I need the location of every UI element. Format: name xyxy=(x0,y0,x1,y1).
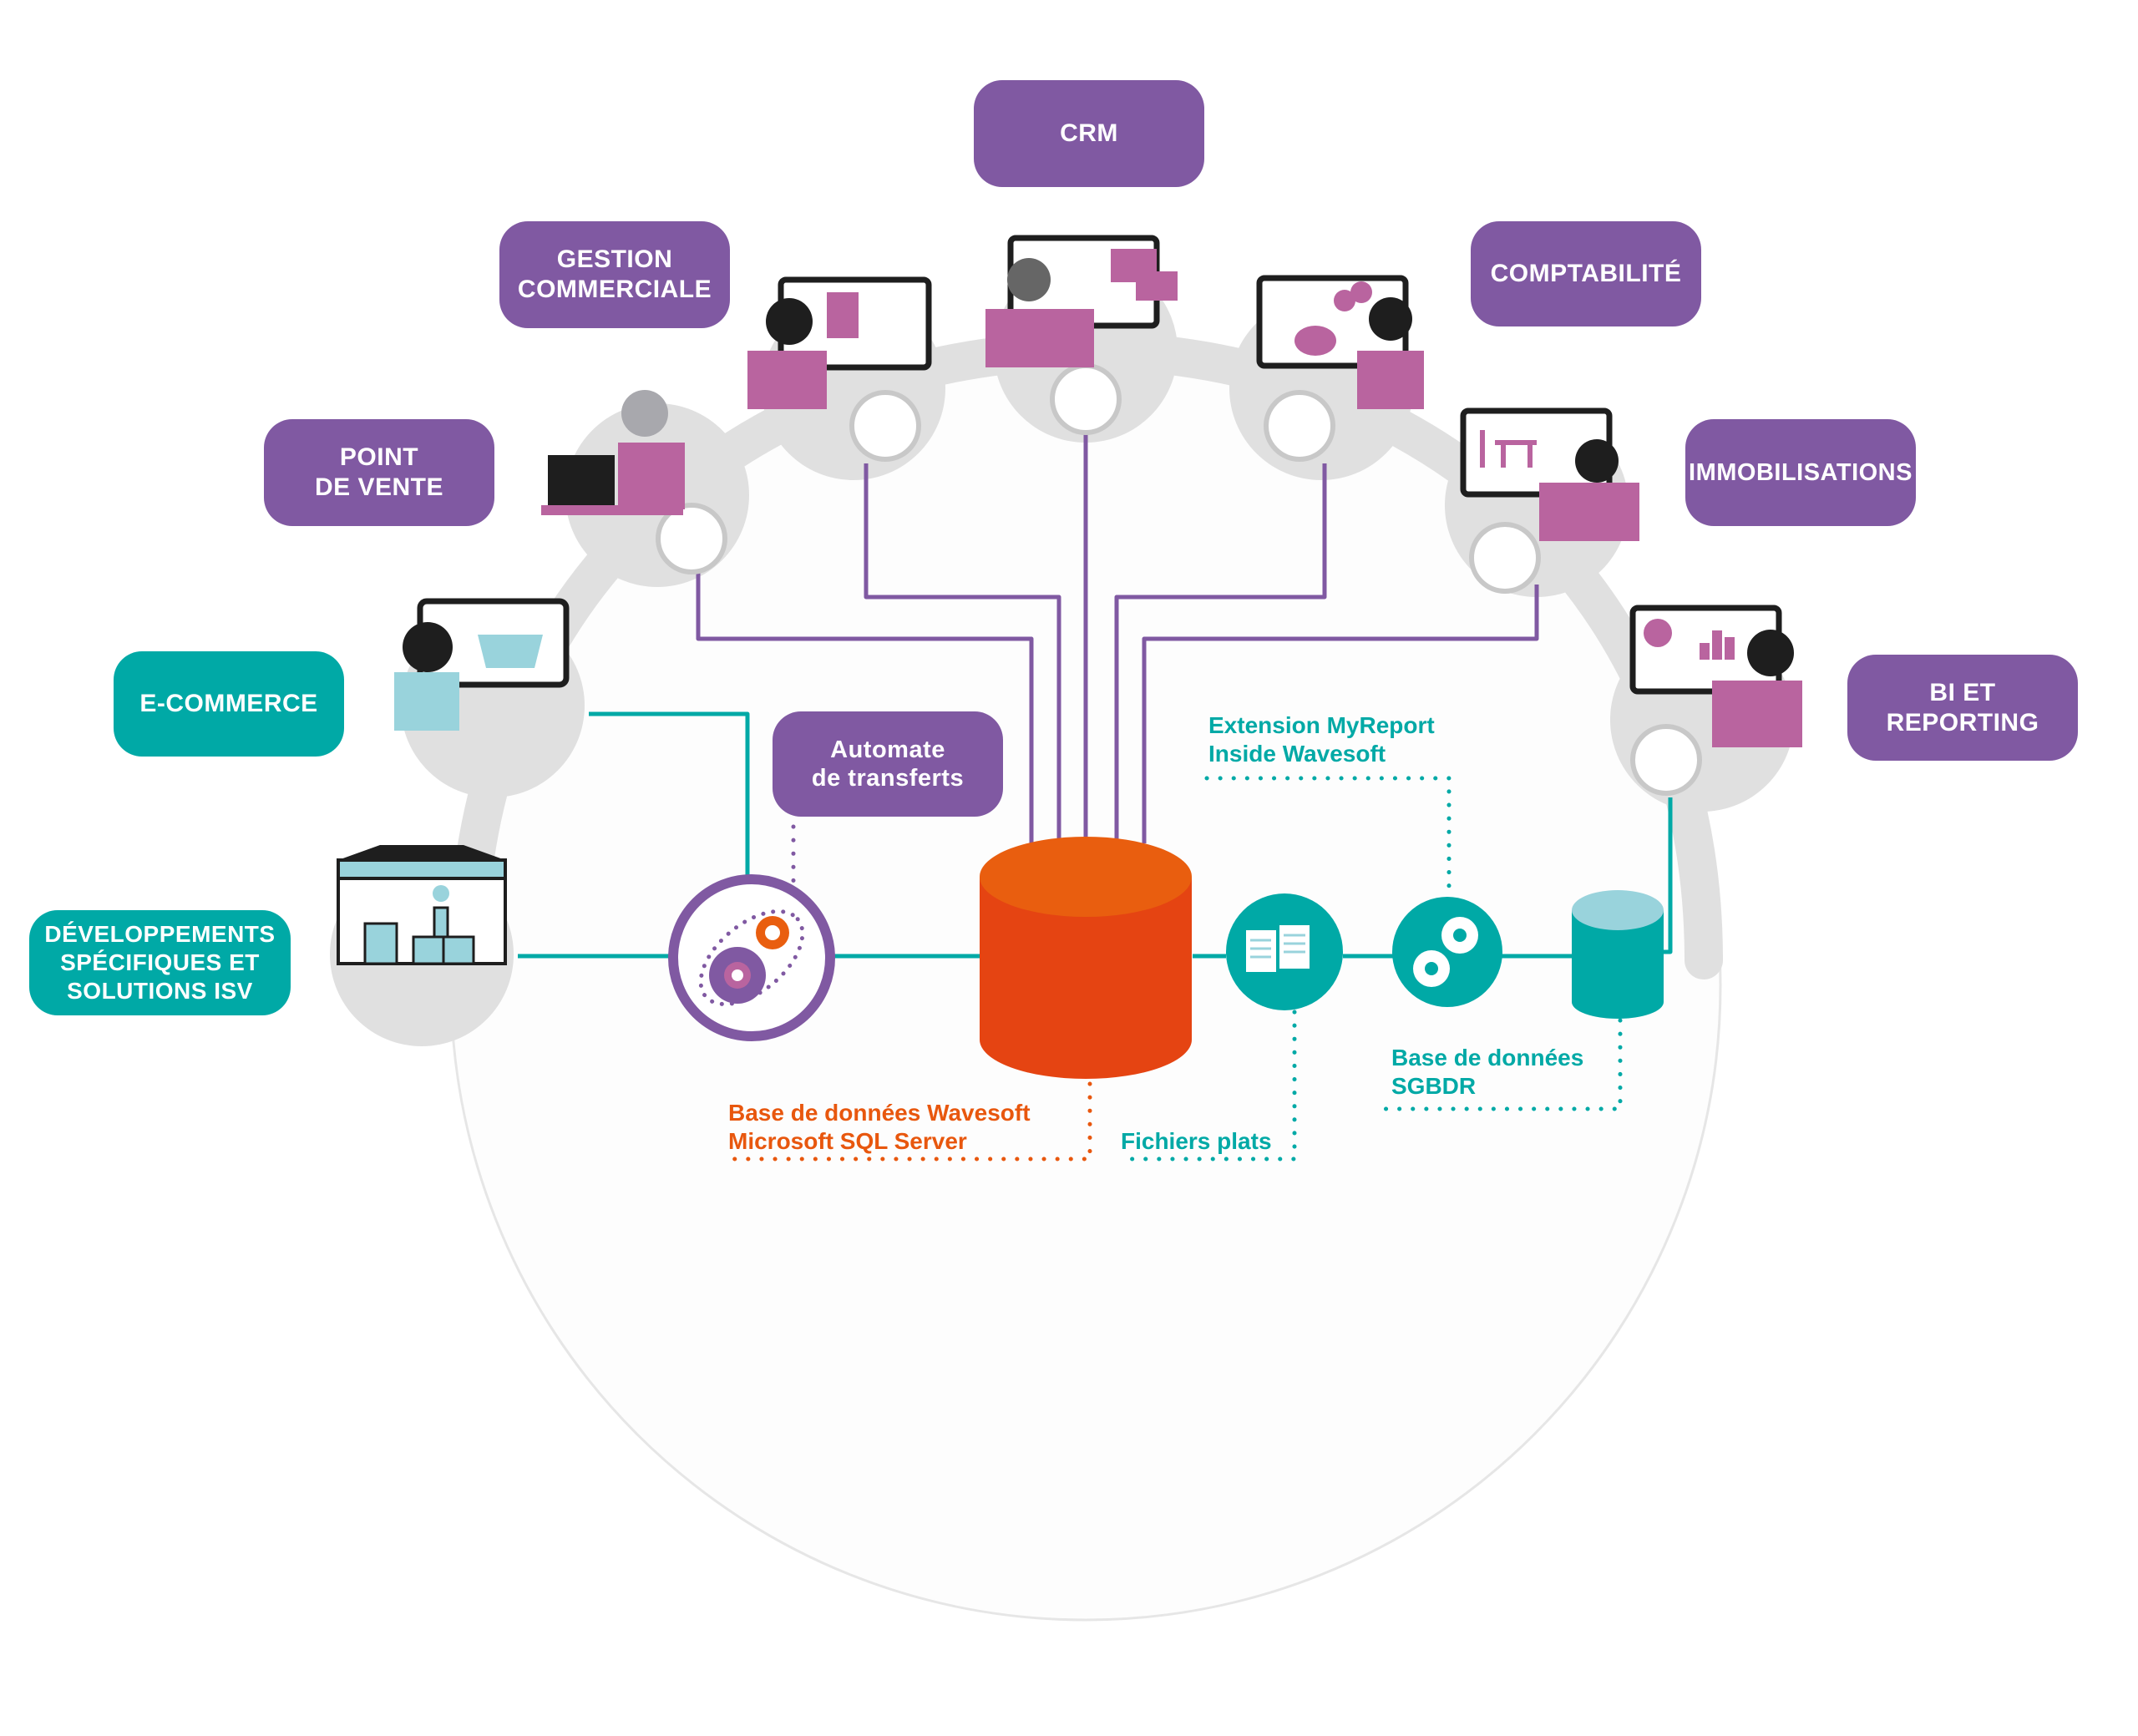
assets-illustration xyxy=(1460,407,1639,541)
database-icon xyxy=(980,877,1192,1079)
shopping-basket-icon xyxy=(394,598,570,731)
module-label-e-commerce[interactable]: E-COMMERCE xyxy=(114,651,344,757)
sgbdr-database xyxy=(1572,890,1664,1019)
module-label-comptabilite[interactable]: COMPTABILITÉ xyxy=(1471,221,1701,326)
scales-icon xyxy=(1469,522,1541,594)
dotted-callouts xyxy=(724,776,1623,1162)
two-people-icon xyxy=(1050,363,1122,435)
teal-connectors xyxy=(518,711,1673,959)
purple-connectors xyxy=(696,434,1539,843)
module-label-point-de-vente[interactable]: POINT DE VENTE xyxy=(264,419,494,526)
gears-transfer-icon xyxy=(709,916,789,1004)
sales-illustration xyxy=(747,276,932,409)
module-label-gestion-commerciale[interactable]: GESTION COMMERCIALE xyxy=(499,221,730,328)
bi-illustration xyxy=(1629,605,1802,747)
illustrations xyxy=(337,235,1802,965)
cash-register-icon xyxy=(656,503,727,574)
accounting-illustration xyxy=(1256,275,1424,409)
myreport-node xyxy=(1392,897,1502,1007)
automate-label[interactable]: Automate de transferts xyxy=(773,711,1003,817)
magnifier-chart-icon xyxy=(1630,724,1702,796)
module-label-developpements[interactable]: DÉVELOPPEMENTS SPÉCIFIQUES ET SOLUTIONS … xyxy=(29,910,291,1015)
module-label-bi-reporting[interactable]: BI ET REPORTING xyxy=(1847,655,2078,761)
caption-sgbdr: Base de données SGBDR xyxy=(1391,1045,1584,1099)
caption-flat-files: Fichiers plats xyxy=(1121,1128,1272,1154)
module-label-immobilisations[interactable]: IMMOBILISATIONS xyxy=(1685,419,1916,526)
scales-icon xyxy=(1264,390,1335,462)
gears-icon xyxy=(1413,917,1478,987)
boxes-icon xyxy=(849,390,921,462)
cashier-illustration xyxy=(541,390,685,515)
flat-files-node xyxy=(1226,893,1343,1010)
caption-myreport: Extension MyReport Inside Wavesoft xyxy=(1208,712,1435,767)
automate-node xyxy=(668,874,835,1041)
documents-icon xyxy=(1246,925,1310,972)
warehouse-robot-icon xyxy=(337,845,507,965)
main-database xyxy=(980,837,1192,1079)
module-label-crm[interactable]: CRM xyxy=(974,80,1204,187)
crm-illustration xyxy=(985,235,1178,367)
caption-main-db: Base de données Wavesoft Microsoft SQL S… xyxy=(728,1100,1031,1154)
database-icon xyxy=(1572,910,1664,1019)
module-icon-badges xyxy=(656,363,1702,796)
